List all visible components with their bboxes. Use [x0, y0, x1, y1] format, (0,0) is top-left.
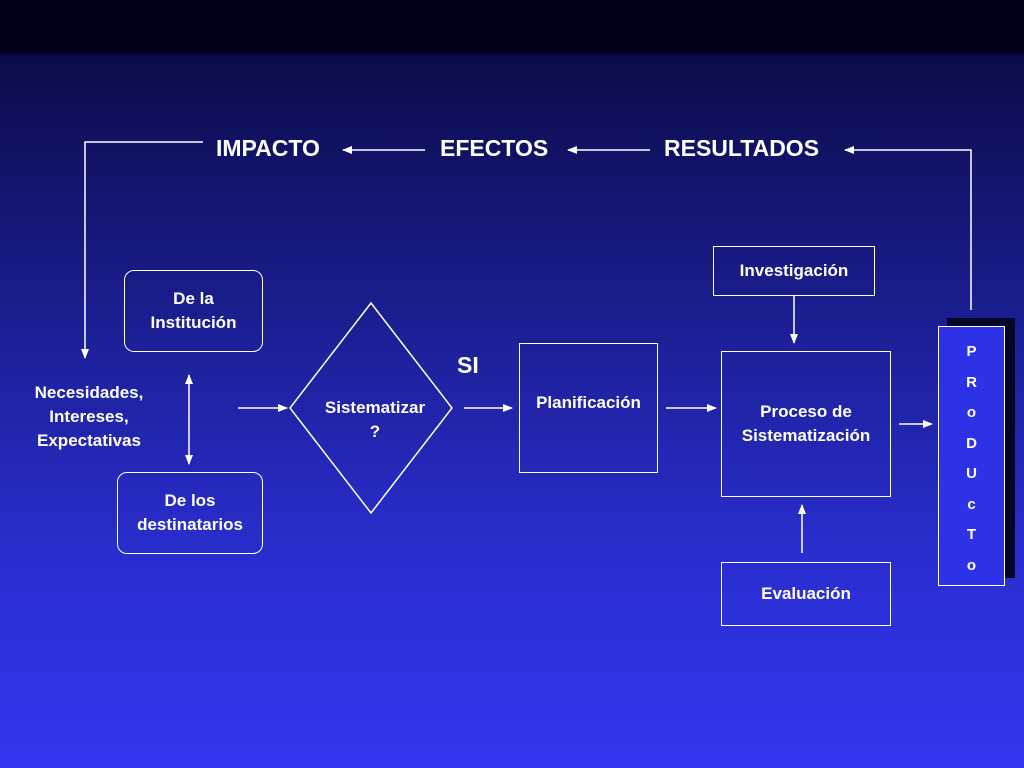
producto-letter: P: [966, 343, 977, 360]
investigacion-text: Investigación: [739, 261, 849, 280]
destinatarios-text: De los destinatarios: [137, 491, 243, 534]
destinatarios-box: De los destinatarios: [117, 472, 263, 554]
arrow-impacto-to-necesidades: [81, 141, 203, 359]
planificacion-text: Planificación: [536, 393, 641, 412]
investigacion-box: Investigación: [713, 246, 875, 296]
producto-box: P R o D U c T o: [938, 326, 1005, 586]
resultados-label: RESULTADOS: [664, 135, 820, 161]
top-dark-band: [0, 0, 1024, 52]
proceso-box: Proceso de Sistematización: [721, 351, 891, 497]
evaluacion-text: Evaluación: [761, 584, 851, 603]
proceso-text: Proceso de Sistematización: [741, 402, 871, 445]
efectos-label: EFECTOS: [440, 135, 549, 161]
producto-letter: o: [966, 404, 977, 421]
arrow-producto-to-resultados: [844, 146, 972, 310]
impacto-label: IMPACTO: [216, 135, 320, 161]
evaluacion-box: Evaluación: [721, 562, 891, 626]
sistematizar-label: Sistematizar ?: [324, 398, 426, 441]
producto-letter: D: [966, 434, 977, 452]
institucion-text: De la Institución: [150, 289, 237, 332]
producto-letter: T: [966, 526, 977, 543]
producto-letter: R: [966, 373, 977, 391]
producto-letter: c: [967, 495, 976, 513]
sistematizar-diamond: [289, 301, 453, 515]
producto-letter: o: [966, 556, 977, 574]
planificacion-box: Planificación: [519, 343, 658, 473]
institucion-box: De la Institución: [124, 270, 263, 352]
producto-letter: U: [966, 465, 977, 482]
necesidades-label: Necesidades, Intereses, Expectativas: [34, 383, 144, 450]
si-label: SI: [457, 352, 479, 378]
